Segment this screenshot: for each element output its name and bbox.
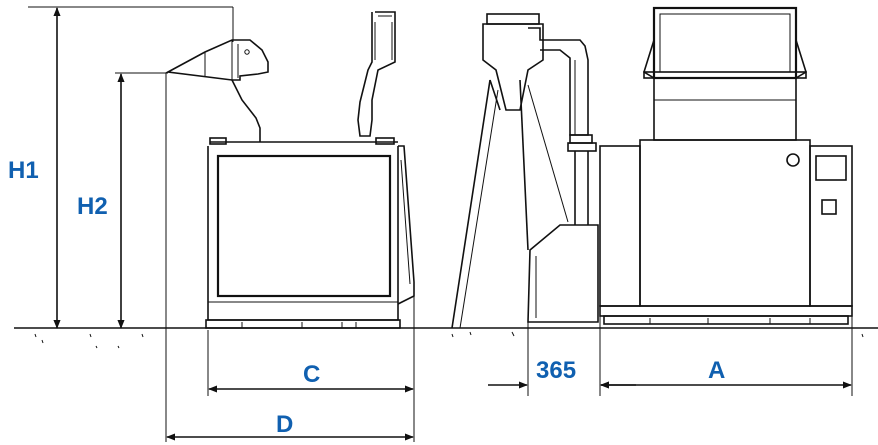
label-h1: H1 [8,157,39,184]
label-365: 365 [536,357,576,384]
dimension-h1: H1 [8,7,61,329]
dimension-365: 365 [488,357,636,389]
front-view-machine [28,6,415,329]
ground-line [14,327,878,349]
dimension-d: D [166,411,414,441]
dimension-a: A [600,357,852,389]
extension-lines-cd [165,73,415,442]
label-a: A [708,357,725,384]
dimension-h2: H2 [77,73,125,329]
side-view-machine [599,6,853,325]
label-c: C [303,361,320,388]
label-h2: H2 [77,193,108,220]
side-view-cyclone [451,13,599,329]
label-d: D [276,411,293,438]
dimension-c: C [208,361,414,393]
extension-lines-365-a [527,316,853,396]
